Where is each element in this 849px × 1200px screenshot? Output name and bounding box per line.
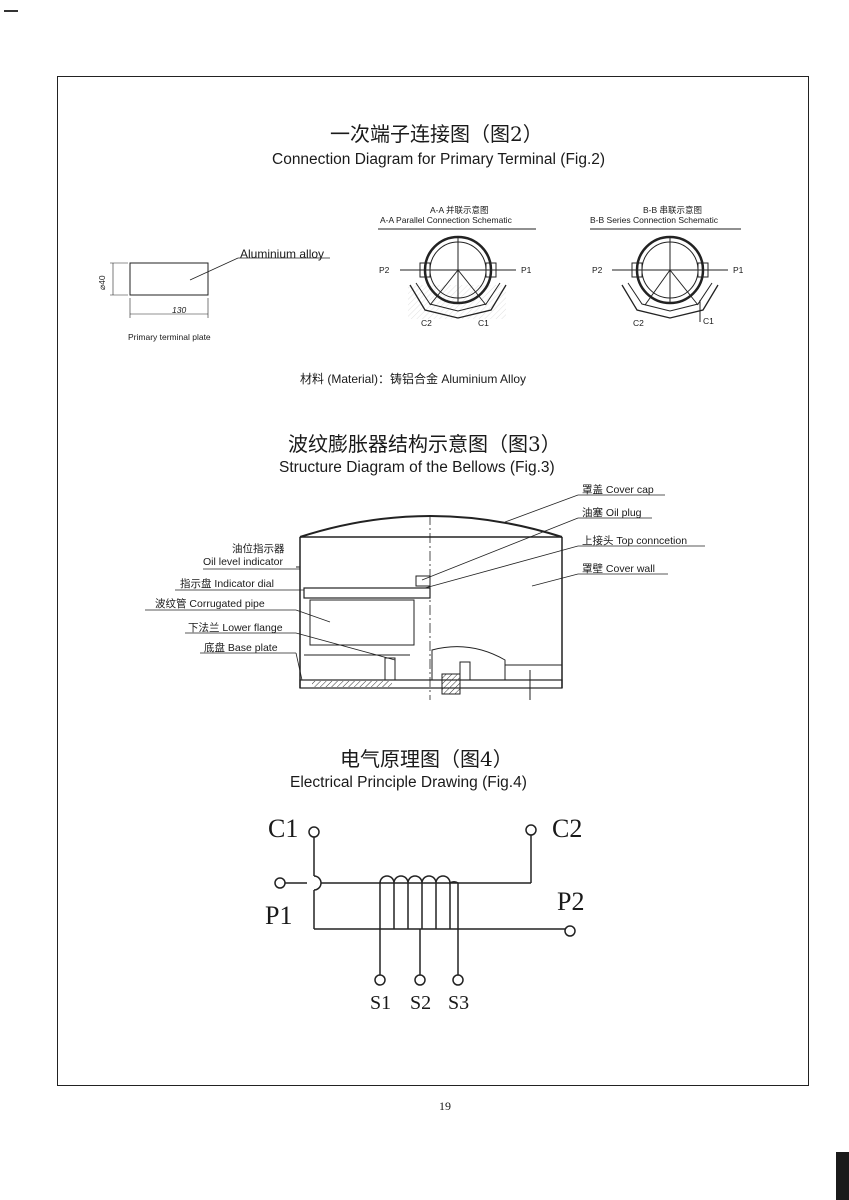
aa-c1: C1: [478, 318, 489, 328]
label-oil-level-cn: 油位指示器: [232, 543, 285, 555]
bb-series-schematic: [612, 235, 728, 322]
bellows-structure-drawing: [145, 494, 705, 700]
plate-length-dim: 130: [172, 305, 187, 315]
scan-corner-mark: [4, 10, 18, 12]
label-indicator-dial: 指示盘 Indicator dial: [180, 578, 274, 590]
scan-edge-shadow: [836, 1152, 849, 1200]
bb-p1: P1: [733, 265, 744, 275]
bb-c2: C2: [633, 318, 644, 328]
terminal-s2-label: S2: [410, 992, 432, 1014]
fig2-title-cn: 一次端子连接图（图2）: [330, 122, 543, 146]
page-border: [57, 76, 809, 1086]
aa-p2: P2: [379, 265, 390, 275]
terminal-s1-label: S1: [370, 992, 392, 1014]
aa-parallel-schematic: [400, 235, 516, 319]
bb-title-cn: B-B 串联示意图: [643, 205, 703, 215]
electrical-principle-drawing: [274, 824, 576, 986]
label-oil-level-en: Oil level indicator: [203, 556, 283, 568]
fig3-title-cn: 波纹膨胀器结构示意图（图3）: [288, 432, 561, 456]
fig4-title-en: Electrical Principle Drawing (Fig.4): [290, 774, 527, 791]
aa-title-cn: A-A 并联示意图: [430, 205, 489, 215]
bb-p2: P2: [592, 265, 603, 275]
fig2-title-en: Connection Diagram for Primary Terminal …: [272, 151, 606, 168]
label-base-plate: 底盘 Base plate: [204, 642, 278, 654]
fig4-title-cn: 电气原理图（图4）: [340, 747, 513, 771]
aa-p1: P1: [521, 265, 532, 275]
page-number: 19: [439, 1099, 451, 1113]
terminal-p2-label: P2: [557, 887, 585, 916]
primary-terminal-plate: [110, 257, 330, 318]
label-oil-plug: 油塞 Oil plug: [582, 507, 642, 519]
label-cover-wall: 罩壁 Cover wall: [582, 563, 655, 575]
label-corrugated-pipe: 波纹管 Corrugated pipe: [155, 598, 265, 610]
label-cover-cap: 罩盖 Cover cap: [582, 484, 654, 496]
terminal-s3-label: S3: [448, 992, 470, 1014]
fig3-title-en: Structure Diagram of the Bellows (Fig.3): [279, 459, 555, 476]
bb-title-en: B-B Series Connection Schematic: [590, 215, 719, 225]
plate-caption: Primary terminal plate: [128, 332, 211, 342]
aa-c2: C2: [421, 318, 432, 328]
terminal-p1-label: P1: [265, 901, 293, 930]
aa-title-en: A-A Parallel Connection Schematic: [380, 215, 512, 225]
plate-material-label: Aluminium alloy: [240, 247, 325, 261]
terminal-c2-label: C2: [552, 814, 583, 843]
bb-c1: C1: [703, 316, 714, 326]
label-top-connection: 上接头 Top conncetion: [582, 535, 688, 547]
label-lower-flange: 下法兰 Lower flange: [188, 622, 283, 634]
material-note: 材料 (Material)：铸铝合金 Aluminium Alloy: [300, 372, 527, 386]
terminal-c1-label: C1: [268, 814, 299, 843]
